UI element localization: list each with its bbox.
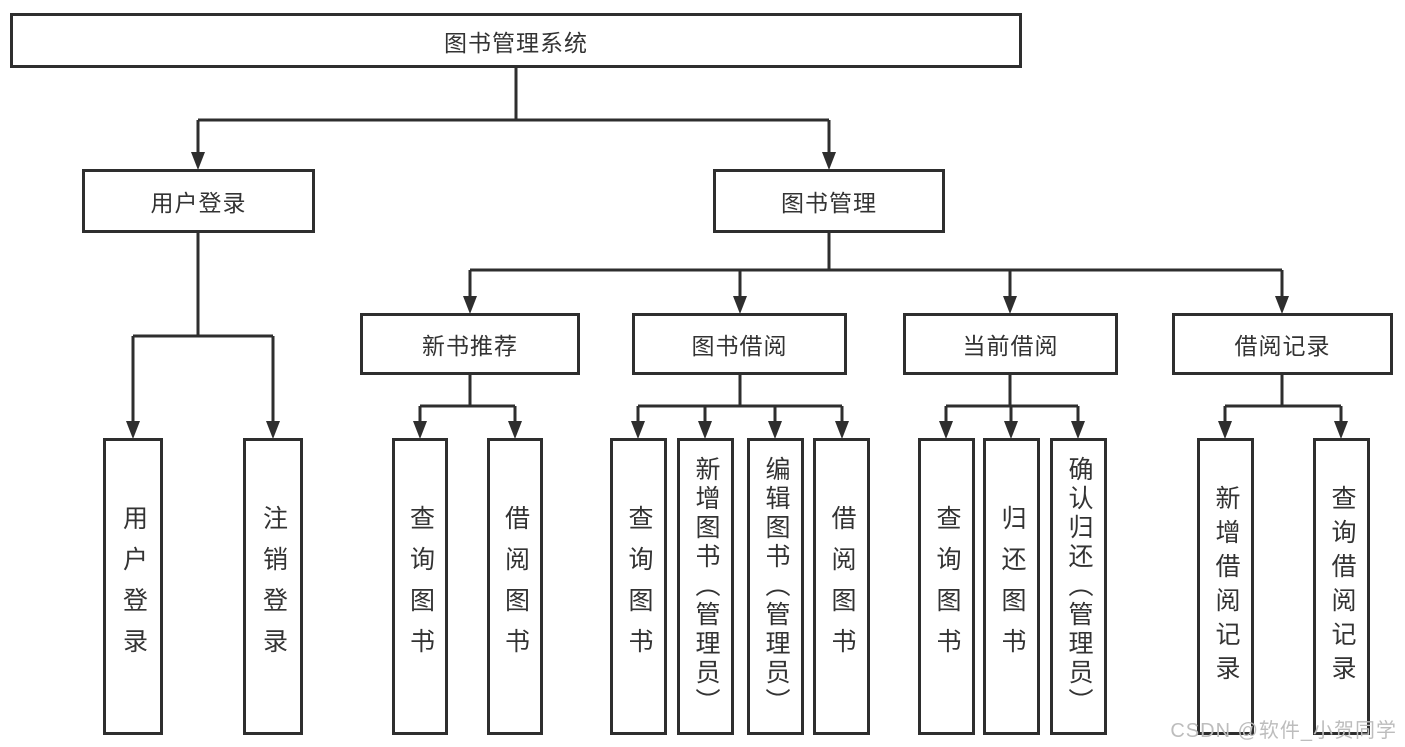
- node-library-management-system: 图书管理系统: [10, 13, 1022, 68]
- arrowhead-icon: [768, 421, 782, 439]
- csdn-watermark: CSDN @软件_小贺同学: [1170, 720, 1397, 742]
- leaf-confirm-return-admin: 确认归还（管理员）: [1050, 438, 1107, 735]
- leaf-query-books-borrowing: 查询图书: [610, 438, 667, 735]
- leaf-add-book-admin: 新增图书（管理员）: [677, 438, 734, 735]
- arrowhead-icon: [631, 421, 645, 439]
- node-label: 图书管理: [781, 190, 877, 216]
- leaf-borrow-books-recommend: 借阅图书: [487, 438, 543, 735]
- leaf-label: 借阅图书: [501, 504, 530, 669]
- arrowhead-icon: [698, 421, 712, 439]
- leaf-label: 查询图书: [933, 504, 961, 669]
- leaf-label: 确认归还（管理员）: [1065, 456, 1093, 717]
- leaf-query-borrow-record: 查询借阅记录: [1313, 438, 1370, 735]
- node-label: 当前借阅: [962, 333, 1059, 359]
- leaf-label: 用户登录: [119, 504, 148, 669]
- arrowhead-icon: [835, 421, 849, 439]
- leaf-label: 借阅图书: [828, 504, 856, 669]
- leaf-label: 新增图书（管理员）: [692, 456, 720, 717]
- arrowhead-icon: [939, 421, 953, 439]
- node-book-management: 图书管理: [713, 169, 945, 233]
- leaf-logout: 注销登录: [243, 438, 303, 735]
- arrowhead-icon: [191, 152, 205, 170]
- leaf-query-books-current: 查询图书: [918, 438, 975, 735]
- leaf-label: 归还图书: [998, 504, 1026, 669]
- leaf-return-books: 归还图书: [983, 438, 1040, 735]
- node-user-login: 用户登录: [82, 169, 315, 233]
- arrowhead-icon: [1003, 296, 1017, 314]
- arrowhead-icon: [126, 421, 140, 439]
- node-label: 借阅记录: [1234, 333, 1331, 359]
- node-label: 新书推荐: [422, 333, 518, 359]
- leaf-label: 查询借阅记录: [1328, 484, 1356, 689]
- arrowhead-icon: [1275, 296, 1289, 314]
- arrowhead-icon: [463, 296, 477, 314]
- leaf-add-borrow-record: 新增借阅记录: [1197, 438, 1254, 735]
- arrowhead-icon: [413, 421, 427, 439]
- node-label: 用户登录: [150, 190, 247, 216]
- leaf-edit-book-admin: 编辑图书（管理员）: [747, 438, 804, 735]
- leaf-user-login: 用户登录: [103, 438, 163, 735]
- leaf-label: 查询图书: [625, 504, 653, 669]
- node-label: 图书借阅: [691, 333, 788, 359]
- arrowhead-icon: [1334, 421, 1348, 439]
- arrowhead-icon: [508, 421, 522, 439]
- leaf-label: 注销登录: [259, 504, 288, 669]
- arrowhead-icon: [1218, 421, 1232, 439]
- leaf-label: 新增借阅记录: [1212, 484, 1240, 689]
- node-new-book-recommendation: 新书推荐: [360, 313, 580, 375]
- leaf-label: 编辑图书（管理员）: [762, 456, 790, 717]
- arrowhead-icon: [733, 296, 747, 314]
- arrowhead-icon: [1071, 421, 1085, 439]
- leaf-query-books-recommend: 查询图书: [392, 438, 448, 735]
- node-label: 图书管理系统: [444, 29, 588, 56]
- node-borrowing-records: 借阅记录: [1172, 313, 1393, 375]
- arrowhead-icon: [822, 152, 836, 170]
- leaf-borrow-books-borrowing: 借阅图书: [813, 438, 870, 735]
- leaf-label: 查询图书: [406, 504, 435, 669]
- node-current-borrowing: 当前借阅: [903, 313, 1118, 375]
- node-book-borrowing: 图书借阅: [632, 313, 847, 375]
- arrowhead-icon: [1004, 421, 1018, 439]
- arrowhead-icon: [266, 421, 280, 439]
